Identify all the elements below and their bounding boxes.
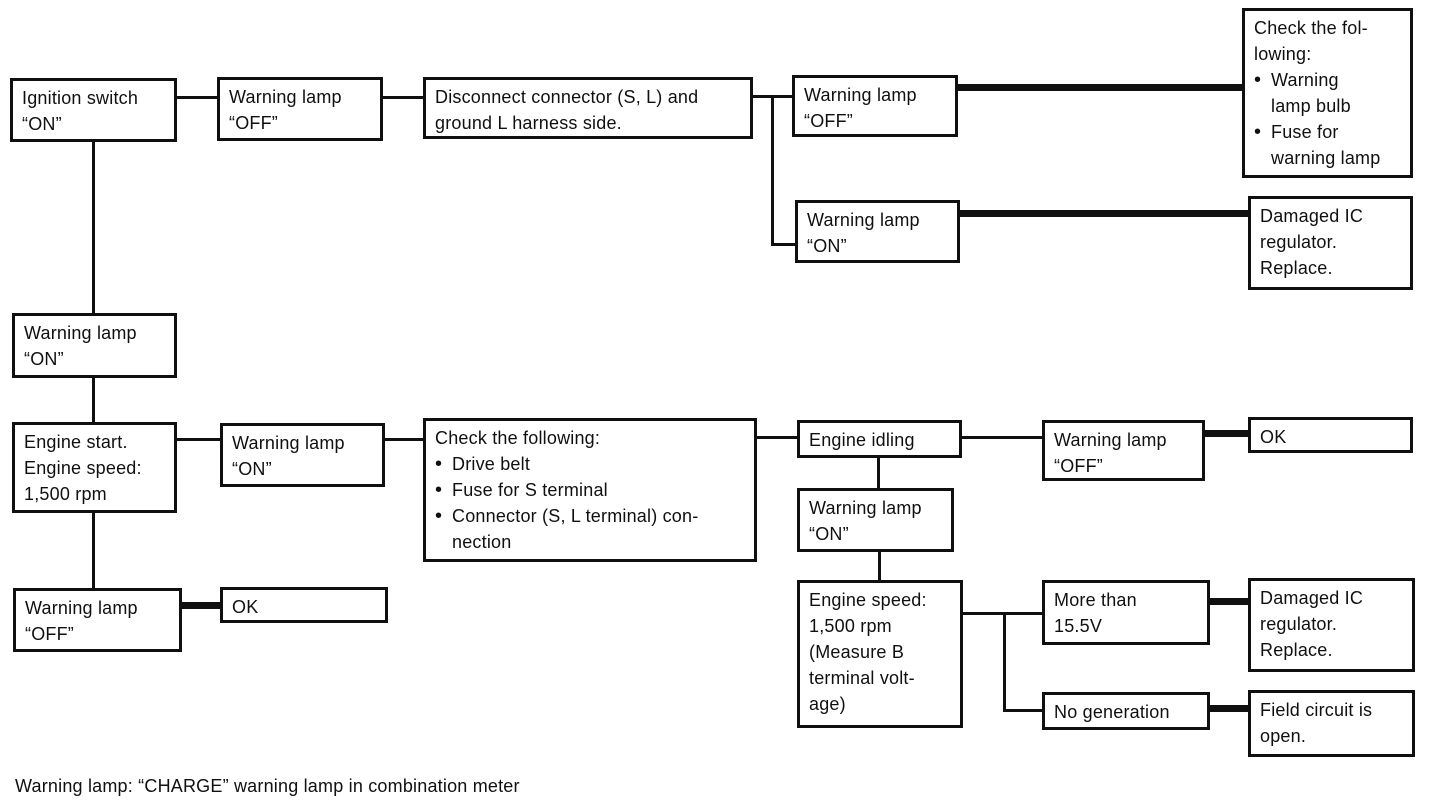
flow-box-ignition-switch-on: Ignition switch “ON” — [10, 78, 177, 142]
text-line: 1,500 rpm — [24, 484, 107, 504]
flow-box-disconnect-connector: Disconnect connector (S, L) and ground L … — [423, 77, 753, 139]
flow-box-engine-idling: Engine idling — [797, 420, 962, 458]
connector-segment — [177, 438, 220, 441]
connector-segment — [771, 95, 774, 246]
flow-box-engine-start: Engine start. Engine speed: 1,500 rpm — [12, 422, 177, 513]
text-line: lowing: — [1254, 44, 1312, 64]
text-line: “ON” — [809, 524, 849, 544]
text-line: open. — [1260, 726, 1307, 746]
text-line: “OFF” — [25, 624, 74, 644]
text-line: (Measure B — [809, 642, 905, 662]
text-line: Engine speed: — [24, 458, 142, 478]
text-line: Warning lamp — [229, 87, 342, 107]
text-line: regulator. — [1260, 614, 1338, 634]
connector-segment — [1003, 709, 1042, 712]
flow-box-check-warning-lamp-bulb-fuse: Check the fol-lowing: Warning lamp bulbFus… — [1242, 8, 1413, 178]
text-line: Warning lamp — [1054, 430, 1167, 450]
text-line: 15.5V — [1054, 616, 1103, 636]
text-line: “ON” — [22, 114, 62, 134]
flow-box-warning-lamp-on-1: Warning lamp “ON” — [795, 200, 960, 263]
text-line: “OFF” — [1054, 456, 1103, 476]
text-line: Drive belt — [435, 451, 745, 477]
text-line: “ON” — [232, 459, 272, 479]
connector-segment — [1210, 598, 1248, 605]
text-line: Fuse for — [1254, 119, 1401, 145]
flow-box-warning-lamp-on-2: Warning lamp “ON” — [12, 313, 177, 378]
text-line: Ignition switch — [22, 88, 139, 108]
text-line: Warning — [1254, 67, 1401, 93]
text-line: Engine idling — [809, 430, 915, 450]
text-line: terminal volt- — [809, 668, 915, 688]
flow-box-damaged-ic-regulator-1: Damaged IC regulator. Replace. — [1248, 196, 1413, 290]
text-line: 1,500 rpm — [809, 616, 892, 636]
text-line: OK — [1260, 427, 1287, 447]
text-line: Engine start. — [24, 432, 128, 452]
connector-segment — [383, 96, 425, 99]
flow-box-field-circuit-open: Field circuit is open. — [1248, 690, 1415, 757]
text-line: “ON” — [24, 349, 64, 369]
text-line: Warning lamp — [25, 598, 138, 618]
text-line: No generation — [1054, 702, 1170, 722]
connector-segment — [757, 436, 797, 439]
text-line: Replace. — [1260, 640, 1333, 660]
connector-segment — [878, 552, 881, 581]
text-line: “ON” — [807, 236, 847, 256]
flow-box-measure-b-terminal-voltage: Engine speed: 1,500 rpm (Measure B terminal… — [797, 580, 963, 728]
flow-box-warning-lamp-off-5: Warning lamp “OFF” — [13, 588, 182, 652]
text-line: age) — [809, 694, 846, 714]
text-line: Engine speed: — [809, 590, 927, 610]
connector-segment — [385, 438, 425, 441]
text-line: nection — [452, 532, 512, 552]
text-line: Damaged IC — [1260, 588, 1364, 608]
text-line: More than — [1054, 590, 1137, 610]
text-line: Disconnect connector (S, L) and — [435, 87, 699, 107]
connector-segment — [182, 602, 220, 609]
flow-box-ok-idling: OK — [1248, 417, 1413, 453]
connector-segment — [1205, 430, 1248, 437]
text-line: warning lamp — [1271, 148, 1381, 168]
connector-segment — [1210, 705, 1248, 712]
text-line: Field circuit is — [1260, 700, 1373, 720]
connector-segment — [963, 612, 1042, 615]
connector-segment — [177, 96, 217, 99]
text-line: regulator. — [1260, 232, 1338, 252]
text-line: Check the following: — [435, 428, 601, 448]
text-line: Check the fol- — [1254, 18, 1368, 38]
text-line: Warning lamp — [809, 498, 922, 518]
connector-segment — [962, 436, 1042, 439]
text-line: Warning lamp — [807, 210, 920, 230]
flow-box-no-generation: No generation — [1042, 692, 1210, 730]
flow-box-warning-lamp-off-1: Warning lamp “OFF” — [217, 77, 383, 141]
text-line: Warning lamp — [804, 85, 917, 105]
text-line: “OFF” — [804, 111, 853, 131]
connector-segment — [877, 458, 880, 489]
connector-segment — [92, 142, 95, 313]
flow-box-damaged-ic-regulator-2: Damaged IC regulator. Replace. — [1248, 578, 1415, 672]
flow-box-warning-lamp-on-4: Warning lamp “ON” — [797, 488, 954, 552]
flow-box-ok-engine-start: OK — [220, 587, 388, 623]
text-line: Connector (S, L terminal) con- — [435, 503, 745, 529]
text-line: Warning lamp — [24, 323, 137, 343]
connector-segment — [1003, 612, 1006, 712]
connector-segment — [92, 378, 95, 423]
text-line: OK — [232, 597, 259, 617]
text-line: “OFF” — [229, 113, 278, 133]
flow-box-warning-lamp-off-2: Warning lamp “OFF” — [792, 75, 958, 137]
connector-segment — [958, 84, 1242, 91]
flow-box-warning-lamp-off-3: Warning lamp “OFF” — [1042, 420, 1205, 481]
text-line: Damaged IC — [1260, 206, 1364, 226]
text-line: ground L harness side. — [435, 113, 622, 133]
text-line: Fuse for S terminal — [435, 477, 745, 503]
connector-segment — [771, 243, 798, 246]
flow-box-check-belt-fuse-connector: Check the following: Drive beltFuse for S… — [423, 418, 757, 562]
footnote: Warning lamp: “CHARGE” warning lamp in c… — [15, 776, 520, 796]
text-line: lamp bulb — [1271, 96, 1351, 116]
flow-box-warning-lamp-on-3: Warning lamp “ON” — [220, 423, 385, 487]
connector-segment — [960, 210, 1248, 217]
connector-segment — [92, 513, 95, 589]
text-line: Replace. — [1260, 258, 1333, 278]
flow-box-more-than-15-5v: More than 15.5V — [1042, 580, 1210, 645]
text-line: Warning lamp — [232, 433, 345, 453]
